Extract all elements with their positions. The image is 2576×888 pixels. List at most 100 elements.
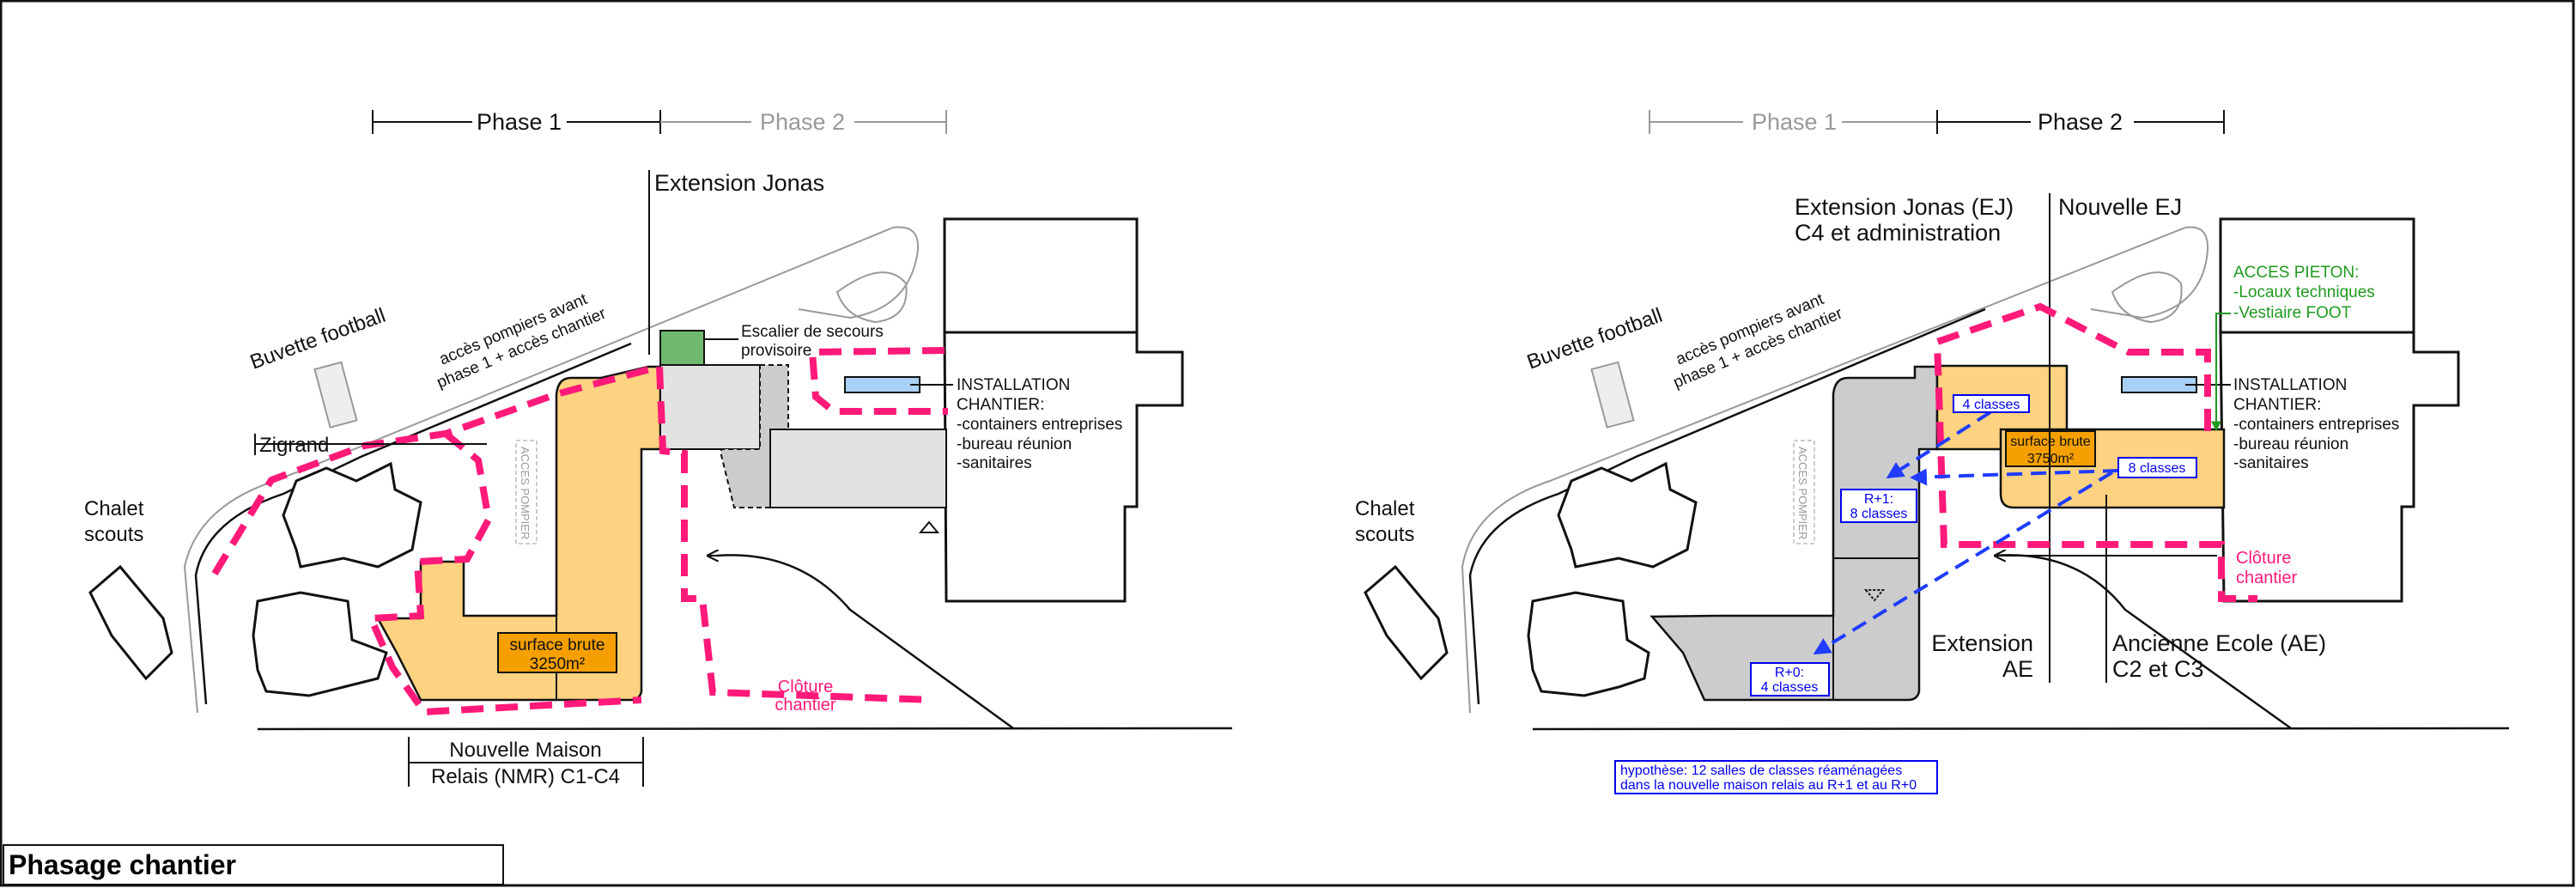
escalier-label: provisoire — [741, 342, 811, 360]
buvette-building — [1590, 361, 1635, 429]
triangle-marker — [918, 520, 940, 533]
installation-line: INSTALLATION — [957, 376, 1070, 394]
left-plan-phase1: Phase 1 Phase 2 surface brute 3250m² — [84, 109, 1233, 788]
ancienne-ecole-label: Ancienne Ecole (AE) — [2112, 630, 2326, 656]
existing-building — [659, 364, 761, 450]
triangle-marker — [1863, 589, 1886, 602]
chalet-label: Chalet — [1355, 497, 1415, 520]
chalet-building — [1527, 591, 1650, 697]
nmr-label: Nouvelle Maison Relais (NMR) C1-C4 — [408, 737, 644, 788]
svg-text:8 classes: 8 classes — [2129, 461, 2186, 476]
right-plan-phase2: Phase 1 Phase 2 surface brute 3750m² ACC… — [1355, 109, 2510, 794]
buvette-label: Buvette football — [247, 304, 389, 374]
phase-bar: Phase 1 Phase 2 — [1649, 109, 2225, 135]
extension-jonas-label: C4 et administration — [1795, 220, 2001, 246]
surface-label: surface brute — [2010, 435, 2090, 449]
extension-ae-label: Extension — [1931, 630, 2033, 656]
extension-jonas-label: Extension Jonas (EJ) — [1795, 194, 2014, 220]
access-road — [194, 342, 632, 705]
r0-tag: R+0: 4 classes — [1750, 662, 1830, 696]
acces-pieton-line: -Locaux techniques — [2233, 283, 2375, 301]
road — [1461, 226, 2209, 714]
page-title: Phasage chantier — [3, 844, 504, 885]
svg-text:hypothèse: 12 salles de classe: hypothèse: 12 salles de classes réaménag… — [1620, 763, 1902, 778]
svg-text:R+1:: R+1: — [1864, 492, 1893, 507]
surface-box — [497, 632, 617, 673]
acces-pompier-label: ACCES POMPIER — [1796, 447, 1809, 539]
escalier-label: Escalier de secours — [741, 323, 884, 341]
relocation-arrow — [1910, 468, 2119, 486]
svg-text:4 classes: 4 classes — [1963, 398, 2020, 412]
installation-line: INSTALLATION — [2233, 376, 2347, 394]
nouvelle-ej-label: Nouvelle EJ — [2058, 194, 2182, 220]
cloture-label: chantier — [2236, 569, 2297, 587]
building-main — [2219, 331, 2460, 603]
cloture-label: Clôture — [778, 678, 833, 696]
relocation-arrow — [1886, 411, 1992, 479]
chalet-scouts-building — [1364, 564, 1449, 681]
svg-text:Nouvelle Maison: Nouvelle Maison — [449, 739, 601, 762]
building-main — [943, 331, 1184, 603]
road-loop — [2111, 271, 2183, 324]
demolish-area — [720, 364, 789, 508]
installation-line: -containers entreprises — [2233, 416, 2399, 434]
acces-pieton-line: ACCES PIETON: — [2233, 264, 2359, 282]
existing-building — [769, 429, 947, 508]
containers — [844, 376, 920, 393]
phase2-label: Phase 2 — [760, 109, 845, 135]
svg-text:Relais (NMR) C1-C4: Relais (NMR) C1-C4 — [431, 765, 620, 788]
chalet-building — [282, 461, 422, 569]
bottom-road — [1532, 727, 2510, 731]
eight-classes-tag: 8 classes — [2117, 457, 2197, 478]
construction-fence — [366, 430, 642, 716]
cloture-label: chantier — [775, 696, 835, 715]
chalet-building — [252, 591, 388, 697]
construction-fence — [1933, 302, 2257, 602]
buvette-label: Buvette football — [1524, 304, 1666, 374]
phase1-label: Phase 1 — [477, 109, 562, 135]
pedestrian-access-arrow — [2211, 313, 2231, 432]
installation-line: CHANTIER: — [2233, 396, 2321, 414]
svg-text:8 classes: 8 classes — [1850, 507, 1908, 521]
nmr-building-renovated — [1649, 365, 1939, 702]
svg-text:dans la nouvelle maison relais: dans la nouvelle maison relais au R+1 et… — [1620, 778, 1917, 793]
surface-label: surface brute — [510, 636, 605, 654]
phase1-label: Phase 1 — [1752, 109, 1837, 135]
construction-fence — [808, 347, 948, 415]
building-top — [943, 217, 1139, 334]
acces-pompier-zone — [1793, 440, 1815, 544]
containers — [2121, 376, 2197, 393]
road-loop — [835, 271, 908, 324]
relocation-arrow — [1813, 471, 2114, 655]
hypothese-note: hypothèse: 12 salles de classes réaménag… — [1614, 760, 1938, 794]
four-classes-tag: 4 classes — [1953, 394, 2030, 413]
access-road — [1468, 307, 1986, 705]
installation-line: -containers entreprises — [957, 416, 1122, 434]
extension-jonas-label: Extension Jonas — [654, 170, 824, 196]
acces-pompier-label: ACCES POMPIER — [519, 447, 532, 539]
ancienne-ecole-label: C2 et C3 — [2112, 656, 2204, 682]
chalet-building — [1557, 461, 1698, 569]
svg-text:Phasage chantier: Phasage chantier — [9, 849, 236, 880]
building-top — [2219, 217, 2415, 334]
installation-line: -bureau réunion — [2233, 435, 2348, 453]
bottom-road — [257, 727, 1233, 731]
extension-ae-label: AE — [2002, 656, 2033, 682]
curve-path — [716, 554, 1014, 730]
surface-value: 3750m² — [2027, 452, 2075, 466]
road — [183, 226, 919, 714]
surface-value: 3250m² — [530, 655, 585, 673]
acces-pompier-zone — [515, 440, 538, 544]
installation-line: -sanitaires — [2233, 454, 2309, 472]
phase-bar: Phase 1 Phase 2 — [372, 109, 947, 135]
installation-line: -sanitaires — [957, 454, 1032, 472]
svg-text:4 classes: 4 classes — [1761, 680, 1819, 695]
zigrand-label: Zigrand — [259, 434, 329, 457]
phase2-label: Phase 2 — [2038, 109, 2123, 135]
installation-line: -bureau réunion — [957, 435, 1072, 453]
chalet-label: Chalet — [84, 497, 144, 520]
chalet-label: scouts — [1355, 523, 1414, 546]
installation-line: CHANTIER: — [957, 396, 1044, 414]
